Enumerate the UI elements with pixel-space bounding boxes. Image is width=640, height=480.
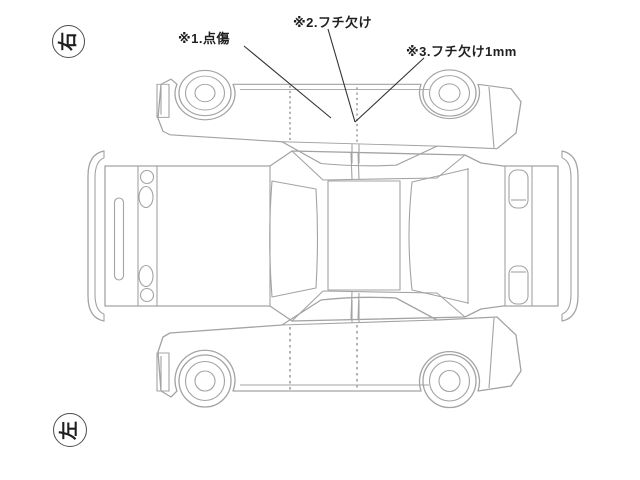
leader-line-1 [243, 45, 332, 119]
annotation-3-label: ※3.フチ欠け1mm [406, 44, 517, 59]
leader-line-3 [354, 57, 425, 123]
left-side-view [156, 296, 522, 409]
orientation-badge-right: 右 [52, 25, 85, 58]
orientation-badge-right-kanji: 右 [57, 31, 79, 52]
leader-line-2 [327, 28, 356, 123]
annotation-2-label: ※2.フチ欠け [293, 15, 372, 30]
orientation-badge-left-kanji: 左 [59, 420, 81, 440]
top-view [87, 150, 579, 322]
leader-lines [243, 28, 425, 123]
annotation-1-label: ※1.点傷 [178, 31, 230, 46]
orientation-badge-left: 左 [53, 413, 87, 447]
